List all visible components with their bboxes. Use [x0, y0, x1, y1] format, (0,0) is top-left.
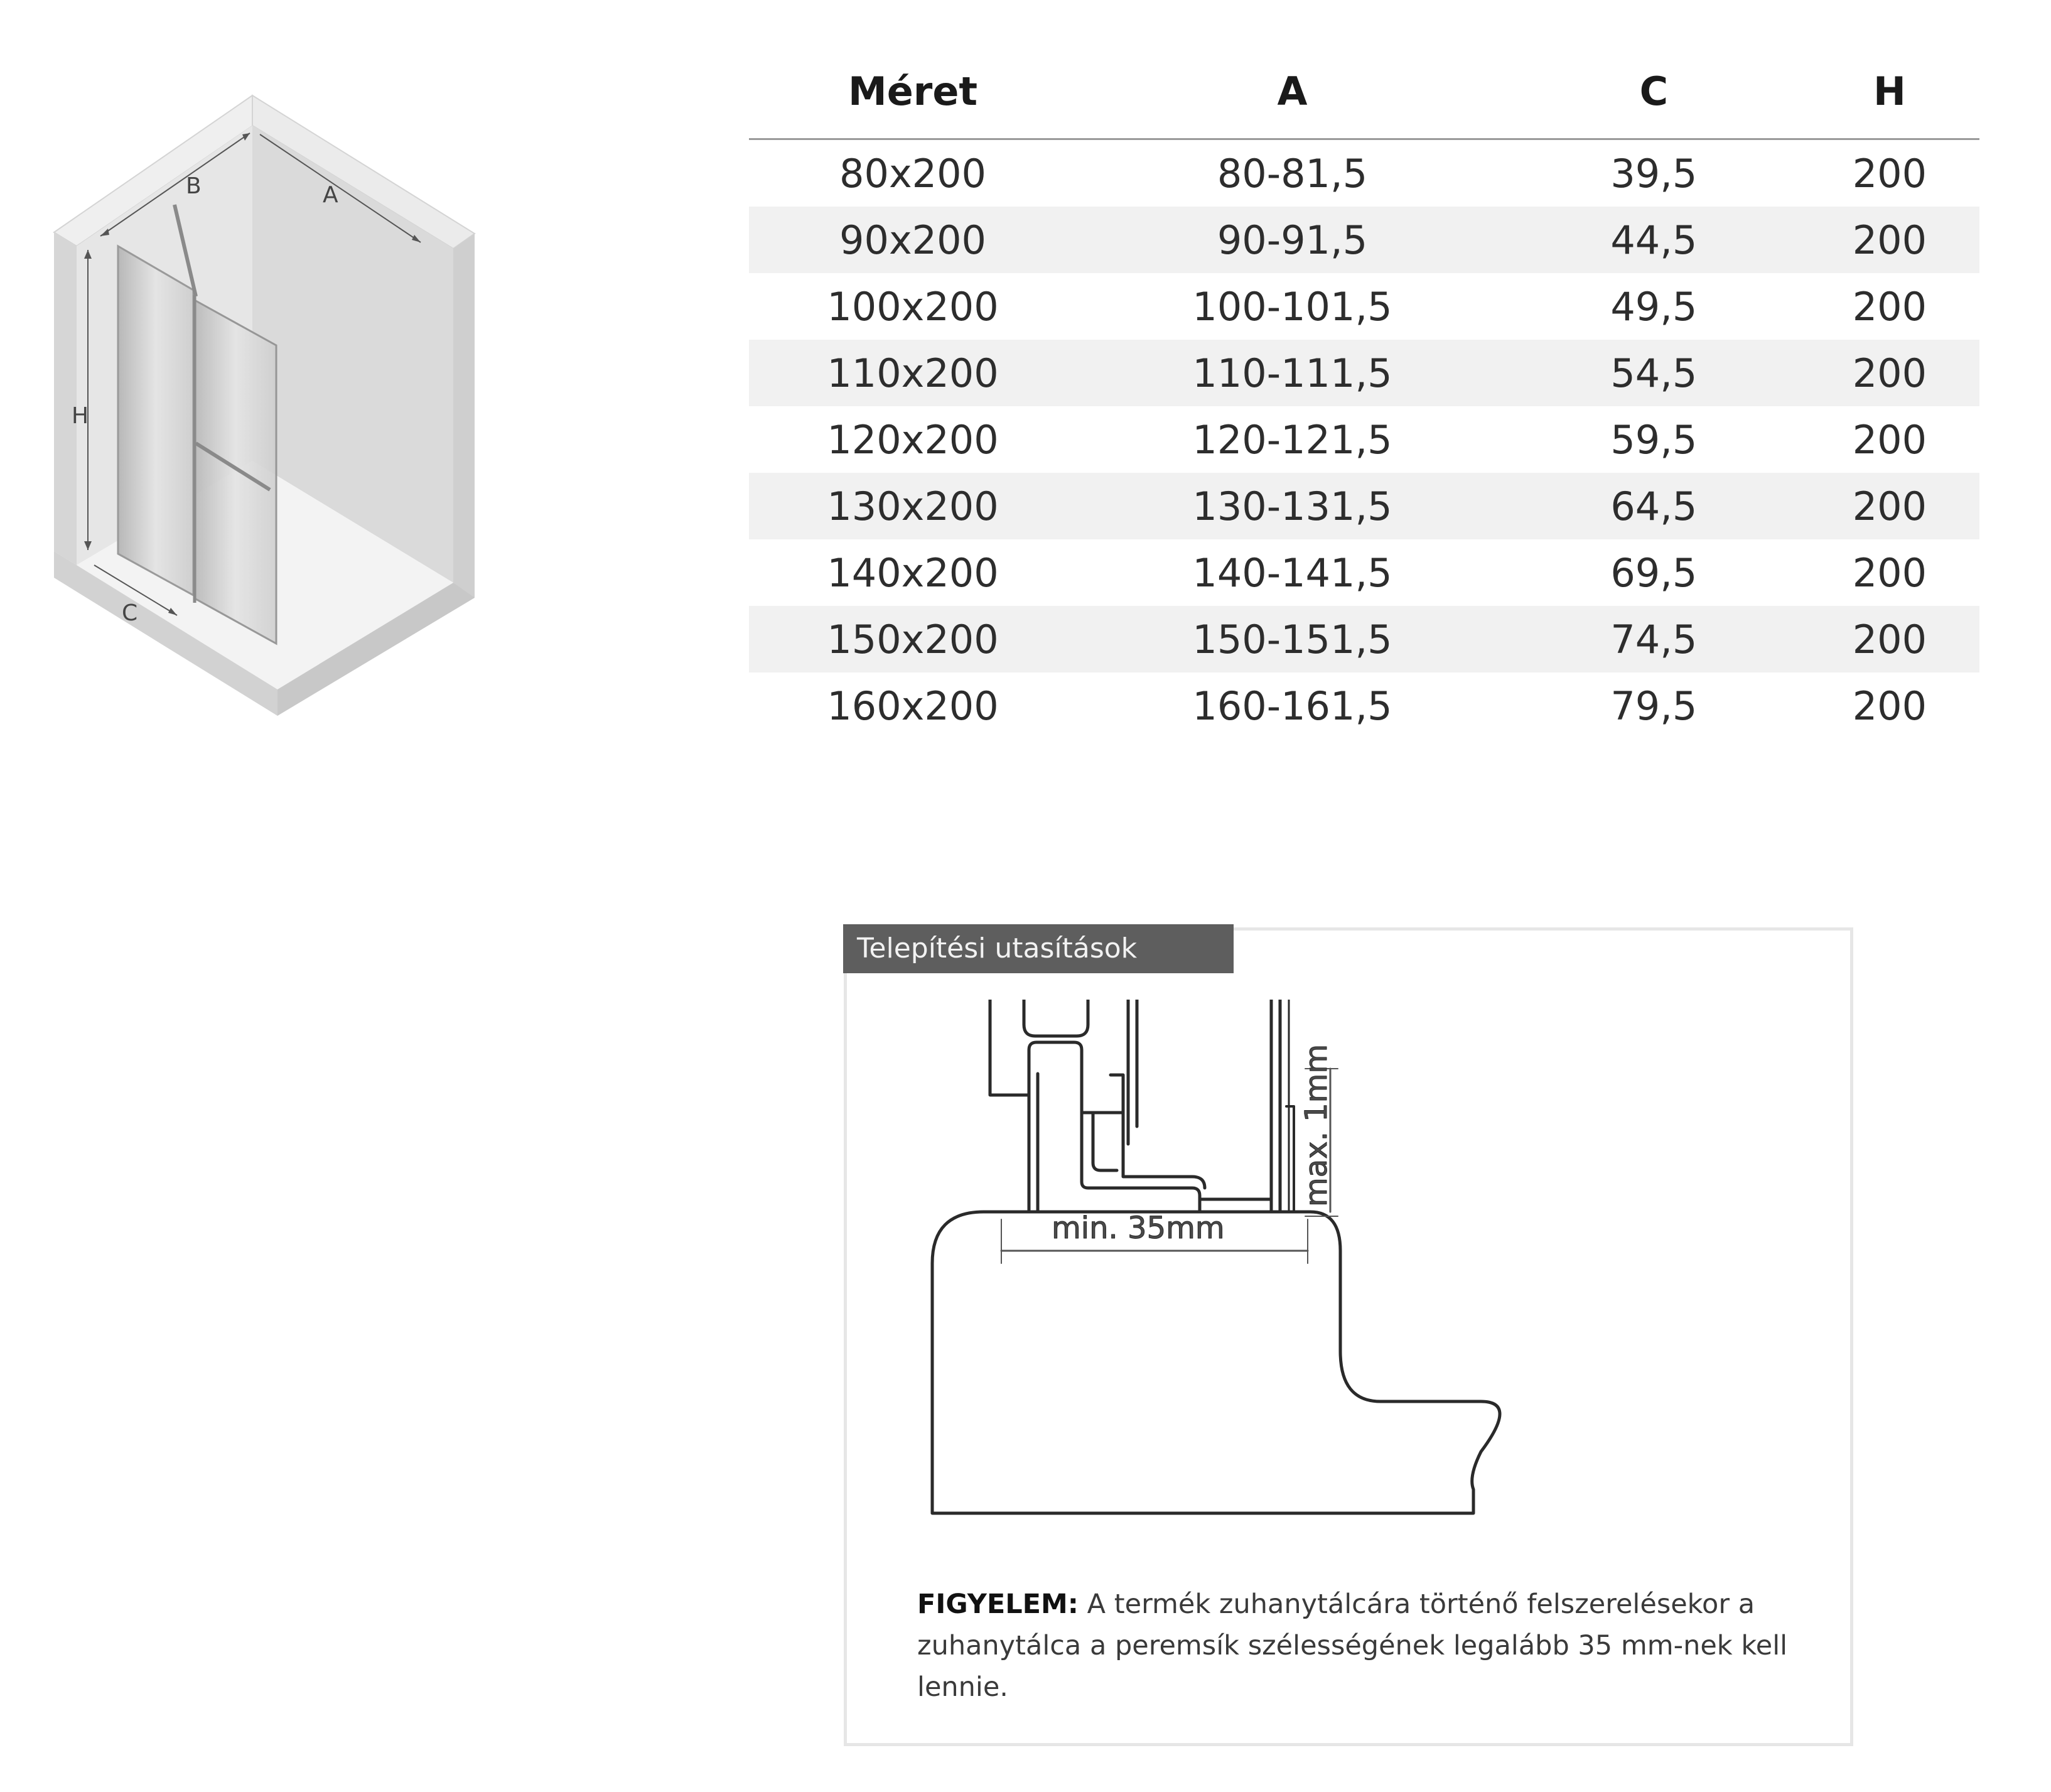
- dim-line-b: [100, 132, 250, 237]
- installation-panel: Telepítési utasítások: [843, 924, 1853, 1746]
- fixed-glass-panel: [117, 244, 195, 597]
- table-row: 100x200 100-101,5 49,5 200: [749, 273, 1979, 340]
- profile-cross-section: max. 1mm min. 35mm: [929, 1000, 1594, 1615]
- cell-size: 100x200: [827, 283, 999, 330]
- cell-h: 200: [1799, 606, 1979, 672]
- cell-size: 140x200: [827, 549, 999, 596]
- cell-h: 200: [1852, 283, 1927, 330]
- table-row: 130x200 130-131,5 64,5 200: [749, 473, 1979, 539]
- cell-a: 160-161,5: [1192, 683, 1392, 729]
- dim-min-label: min. 35mm: [1052, 1211, 1225, 1246]
- cell-h: 200: [1852, 416, 1927, 463]
- right-wall-inner: [252, 126, 453, 583]
- size-table: Méret A C H 80x200 80-81,5 39,5 200 90x2…: [749, 44, 1979, 739]
- cell-a: 130-131,5: [1077, 473, 1508, 539]
- table-row: 120x200 120-121,5 59,5 200: [749, 406, 1979, 473]
- cell-a: 100-101,5: [1192, 283, 1392, 330]
- right-wall-outer: [453, 234, 475, 598]
- dim-label-c: C: [122, 600, 137, 626]
- cell-h: 200: [1799, 207, 1979, 273]
- cell-c: 69,5: [1610, 549, 1698, 596]
- cell-h: 200: [1852, 549, 1927, 596]
- table-header-row: Méret A C H: [749, 44, 1979, 140]
- cell-a: 140-141,5: [1192, 549, 1392, 596]
- dim-label-a: A: [323, 182, 338, 208]
- shower-iso-diagram: B A H C: [38, 82, 502, 779]
- cell-c: 74,5: [1507, 606, 1800, 672]
- cell-c: 64,5: [1507, 473, 1800, 539]
- cell-size: 130x200: [749, 473, 1077, 539]
- cell-a: 110-111,5: [1077, 340, 1508, 406]
- base-front-left: [54, 551, 277, 716]
- cell-h: 200: [1852, 683, 1927, 729]
- dim-label-h: H: [72, 403, 89, 429]
- table-row: 110x200 110-111,5 54,5 200: [749, 340, 1979, 406]
- table-row: 150x200 150-151,5 74,5 200: [749, 606, 1979, 672]
- cell-size: 120x200: [827, 416, 999, 463]
- glass-profile: [988, 1000, 1295, 1214]
- cell-h: 200: [1799, 340, 1979, 406]
- table-row: 140x200 140-141,5 69,5 200: [749, 539, 1979, 606]
- cell-size: 150x200: [749, 606, 1077, 672]
- column-header-h: H: [1799, 44, 1979, 140]
- table-row: 90x200 90-91,5 44,5 200: [749, 207, 1979, 273]
- cell-c: 79,5: [1610, 683, 1698, 729]
- cell-c: 39,5: [1610, 150, 1698, 197]
- cell-size: 160x200: [827, 683, 999, 729]
- cell-a: 150-151,5: [1077, 606, 1508, 672]
- installation-title: Telepítési utasítások: [843, 924, 1234, 973]
- left-wall-outer: [54, 232, 77, 565]
- table-row: 80x200 80-81,5 39,5 200: [749, 139, 1979, 207]
- column-header-a: A: [1077, 44, 1508, 140]
- cell-size: 110x200: [749, 340, 1077, 406]
- cell-a: 80-81,5: [1217, 150, 1368, 197]
- cell-c: 44,5: [1507, 207, 1800, 273]
- shower-tray: [930, 1210, 1502, 1515]
- column-header-c: C: [1507, 44, 1800, 140]
- column-header-meret: Méret: [749, 44, 1077, 140]
- base-front-right: [277, 583, 475, 716]
- dim-max-label: max. 1mm: [1299, 1044, 1334, 1207]
- cell-size: 90x200: [749, 207, 1077, 273]
- warning-note: FIGYELEM: A termék zuhanytálcára történő…: [917, 1584, 1796, 1708]
- cell-c: 59,5: [1610, 416, 1698, 463]
- warning-text: A termék zuhanytálcára történő felszerel…: [917, 1589, 1788, 1703]
- cell-a: 120-121,5: [1192, 416, 1392, 463]
- stabilizer-bar: [173, 204, 198, 297]
- sliding-glass-panel: [193, 298, 277, 645]
- dim-line-a: [259, 134, 421, 243]
- door-handle: [195, 441, 271, 492]
- cell-size: 80x200: [839, 150, 986, 197]
- dim-line-c: [94, 564, 178, 616]
- cell-c: 49,5: [1610, 283, 1698, 330]
- cell-h: 200: [1799, 473, 1979, 539]
- cell-a: 90-91,5: [1077, 207, 1508, 273]
- table-row: 160x200 160-161,5 79,5 200: [749, 672, 1979, 739]
- warning-label: FIGYELEM:: [917, 1589, 1079, 1620]
- cell-h: 200: [1852, 150, 1927, 197]
- dim-label-b: B: [186, 173, 202, 199]
- cell-c: 54,5: [1507, 340, 1800, 406]
